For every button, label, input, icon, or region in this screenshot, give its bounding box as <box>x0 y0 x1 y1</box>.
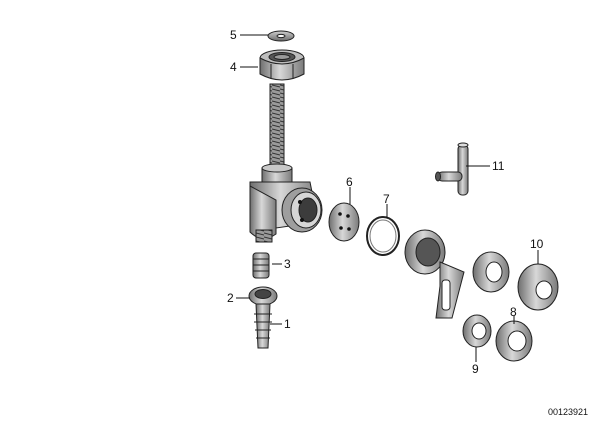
part-ring-upper <box>472 251 510 293</box>
part-washer-10 <box>517 263 559 311</box>
part-tap-body <box>249 163 323 243</box>
reference-number: 00123921 <box>548 407 588 417</box>
part-filter-3 <box>252 252 270 279</box>
part-ring-8 <box>495 320 533 362</box>
callout-11: 11 <box>492 159 505 173</box>
callout-2: 2 <box>227 291 234 305</box>
callout-6: 6 <box>346 175 353 189</box>
part-threaded-stem <box>269 83 285 173</box>
callout-10: 10 <box>530 237 544 251</box>
part-union-nut-2 <box>248 286 278 306</box>
part-lever-housing <box>404 229 465 319</box>
part-filter-disc-6 <box>328 202 360 242</box>
callout-1: 1 <box>284 317 291 331</box>
callout-3: 3 <box>284 257 291 271</box>
part-ring-9 <box>462 314 492 348</box>
callout-8: 8 <box>510 305 517 319</box>
part-washer-5 <box>267 30 295 42</box>
part-o-ring-7 <box>366 216 400 256</box>
callout-9: 9 <box>472 362 479 376</box>
callout-7: 7 <box>383 192 390 206</box>
part-hex-nut-4 <box>259 49 305 81</box>
part-hose-nipple-1 <box>254 303 272 349</box>
part-t-connector-11 <box>435 142 469 196</box>
callout-4: 4 <box>230 60 237 74</box>
callout-leaders <box>236 34 539 362</box>
callout-5: 5 <box>230 28 237 42</box>
